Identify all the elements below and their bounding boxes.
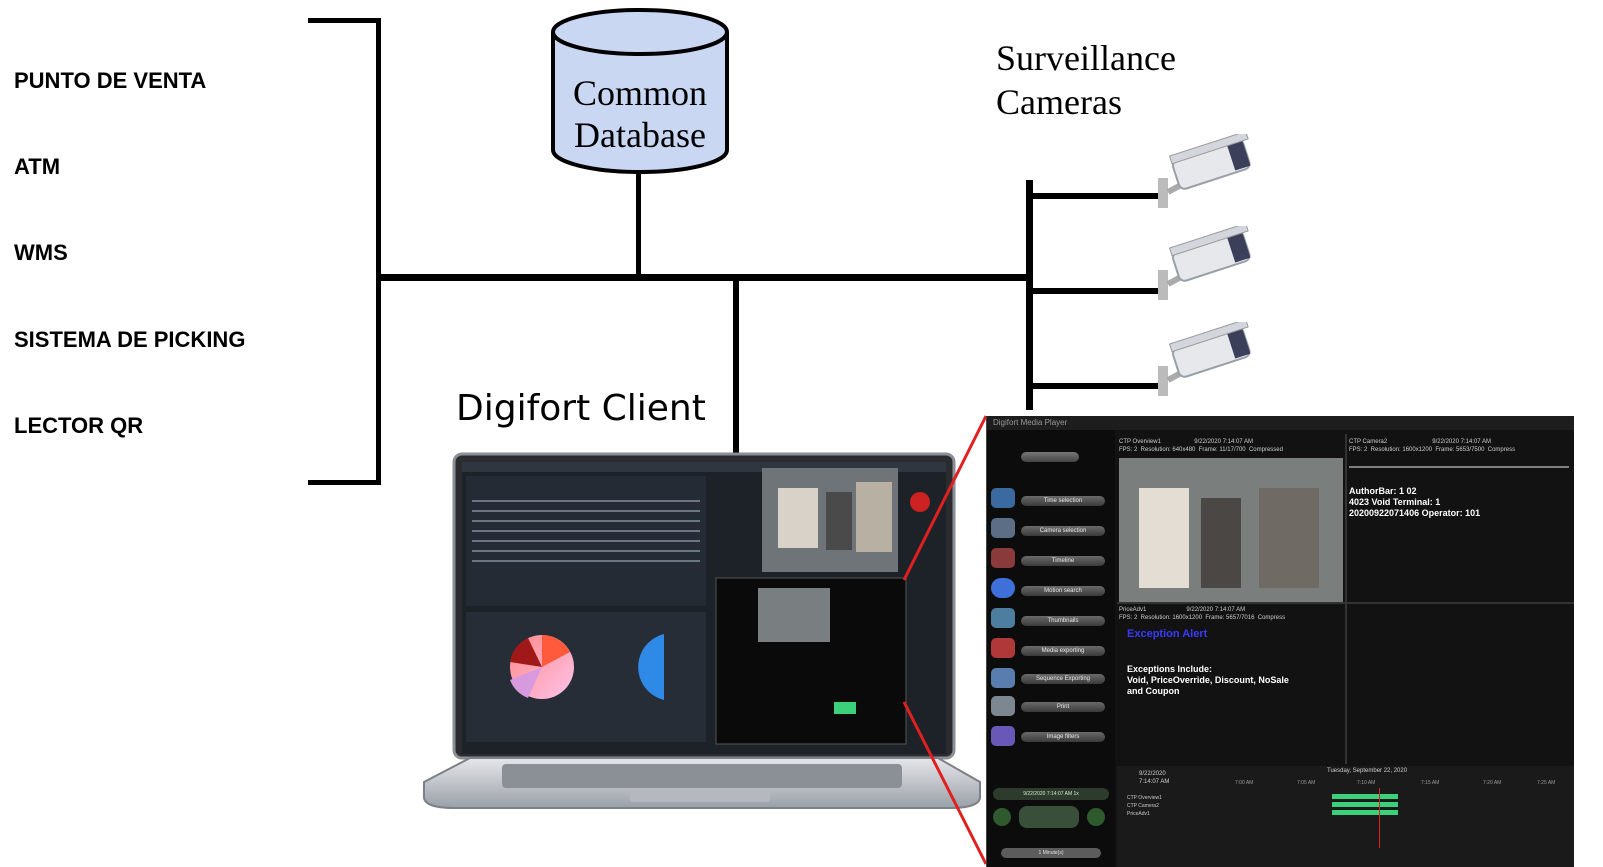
timeline-panel bbox=[1117, 766, 1574, 867]
exception-line-1: Exceptions Include: bbox=[1127, 664, 1213, 674]
motion-search-icon bbox=[991, 578, 1015, 598]
network-bus bbox=[376, 274, 1033, 281]
system-label-pos: PUNTO DE VENTA bbox=[14, 68, 207, 93]
pane3-header: PriceAdv1 9/22/2020 7:14:07 AM FPS: 2 Re… bbox=[1119, 607, 1286, 621]
database-label-line2: Database bbox=[574, 115, 706, 155]
database-label: Common Database bbox=[548, 72, 732, 156]
camera-riser bbox=[1026, 180, 1033, 410]
exception-title: Exception Alert bbox=[1127, 628, 1208, 640]
playhead[interactable] bbox=[1379, 788, 1380, 848]
security-camera-icon bbox=[1158, 322, 1251, 396]
zoom-lines bbox=[902, 415, 988, 865]
tick-0: 7:00 AM bbox=[1235, 780, 1254, 786]
thumbnails-button[interactable]: Thumbnails bbox=[1021, 616, 1105, 626]
laptop-icon bbox=[423, 452, 981, 809]
system-label-atm: ATM bbox=[14, 154, 61, 179]
database-label-line1: Common bbox=[572, 73, 707, 113]
play-button[interactable] bbox=[1019, 806, 1079, 828]
prev-frame-button[interactable] bbox=[993, 808, 1011, 826]
thumbnails-icon bbox=[991, 608, 1015, 628]
tick-1: 7:05 AM bbox=[1297, 780, 1316, 786]
exception-line-2: Void, PriceOverride, Discount, NoSale bbox=[1127, 675, 1289, 685]
camera-icon bbox=[991, 518, 1015, 538]
pane1-header: CTP Overview1 9/22/2020 7:14:07 AM FPS: … bbox=[1119, 439, 1283, 453]
tick-5: 7:25 AM bbox=[1537, 780, 1556, 786]
timeline-date: Tuesday, September 22, 2020 bbox=[1327, 768, 1408, 774]
security-camera-icon bbox=[1158, 134, 1251, 208]
cameras-label-line1: Surveillance bbox=[996, 38, 1176, 78]
timeline-icon bbox=[991, 548, 1015, 568]
print-button[interactable]: Print bbox=[1021, 702, 1105, 712]
recording-bar[interactable] bbox=[1332, 794, 1398, 799]
exception-line-3: and Coupon bbox=[1127, 686, 1180, 696]
image-filters-button[interactable]: Image filters bbox=[1021, 732, 1105, 742]
system-label-qr: LECTOR QR bbox=[14, 413, 144, 438]
speed-selector[interactable]: 1 Minute(s) bbox=[1001, 848, 1101, 858]
media-export-icon bbox=[991, 638, 1015, 658]
system-label-wms: WMS bbox=[14, 240, 68, 265]
sidebar-top-control[interactable] bbox=[1021, 452, 1079, 462]
camera-branch-3 bbox=[1030, 383, 1160, 389]
motion-search-button[interactable]: Motion search bbox=[1021, 586, 1105, 596]
timeline-row-label: PriceAdv1 bbox=[1127, 811, 1150, 817]
client-label: Digifort Client bbox=[456, 388, 706, 429]
time-icon bbox=[991, 488, 1015, 508]
timeline-row-label: CTP Camera2 bbox=[1127, 803, 1159, 809]
cameras-label: Surveillance Cameras bbox=[996, 36, 1176, 124]
time-selection-button[interactable]: Time selection bbox=[1021, 496, 1105, 506]
recording-bar[interactable] bbox=[1332, 810, 1398, 815]
timeline-row-label: CTP Overview1 bbox=[1127, 795, 1162, 801]
media-exporting-button[interactable]: Media exporting bbox=[1021, 646, 1105, 656]
pos-overlay: AuthorBar: 1 02 4023 Void Terminal: 1 20… bbox=[1349, 486, 1480, 519]
overlay-line-3: 20200922071406 Operator: 101 bbox=[1349, 508, 1481, 518]
camera-selection-button[interactable]: Camera selection bbox=[1021, 526, 1105, 536]
pane1-video bbox=[1119, 458, 1343, 602]
timeline-button[interactable]: Timeline bbox=[1021, 556, 1105, 566]
sequence-export-icon bbox=[991, 668, 1015, 688]
media-player-titlebar: Digifort Media Player bbox=[987, 416, 1574, 430]
timeline-left-date-text: 9/22/2020 bbox=[1139, 771, 1166, 777]
camera-branch-1 bbox=[1030, 193, 1160, 199]
image-filters-icon bbox=[991, 726, 1015, 746]
tick-3: 7:15 AM bbox=[1421, 780, 1440, 786]
media-player-sidebar: Time selection Camera selection Timeline… bbox=[987, 430, 1115, 867]
camera-branch-2 bbox=[1030, 288, 1160, 294]
overlay-line-2: 4023 Void Terminal: 1 bbox=[1349, 497, 1441, 507]
timeline-left-date: 9/22/2020 7:14:07 AM bbox=[1139, 770, 1169, 786]
media-player-window: Digifort Media Player Time selection Cam… bbox=[986, 416, 1574, 867]
next-frame-button[interactable] bbox=[1087, 808, 1105, 826]
timeline-left-time-text: 7:14:07 AM bbox=[1139, 779, 1170, 785]
database-cylinder-icon bbox=[551, 8, 729, 174]
system-label-picking: SISTEMA DE PICKING bbox=[14, 327, 246, 352]
tick-2: 7:10 AM bbox=[1357, 780, 1376, 786]
database-connector bbox=[636, 168, 641, 276]
exception-body: Exceptions Include: Void, PriceOverride,… bbox=[1127, 664, 1289, 697]
recording-bar[interactable] bbox=[1332, 802, 1398, 807]
tick-4: 7:20 AM bbox=[1483, 780, 1502, 786]
pane2-header: CTP Camera2 9/22/2020 7:14:07 AM FPS: 2 … bbox=[1349, 439, 1516, 453]
client-connector bbox=[733, 278, 739, 456]
current-time-display: 9/22/2020 7:14:07 AM 1x bbox=[993, 788, 1109, 800]
overlay-line-1: AuthorBar: 1 02 bbox=[1349, 486, 1417, 496]
cameras-label-line2: Cameras bbox=[996, 82, 1122, 122]
sequence-exporting-button[interactable]: Sequence Exporting bbox=[1021, 674, 1105, 684]
print-icon bbox=[991, 696, 1015, 716]
security-camera-icon bbox=[1158, 226, 1251, 300]
